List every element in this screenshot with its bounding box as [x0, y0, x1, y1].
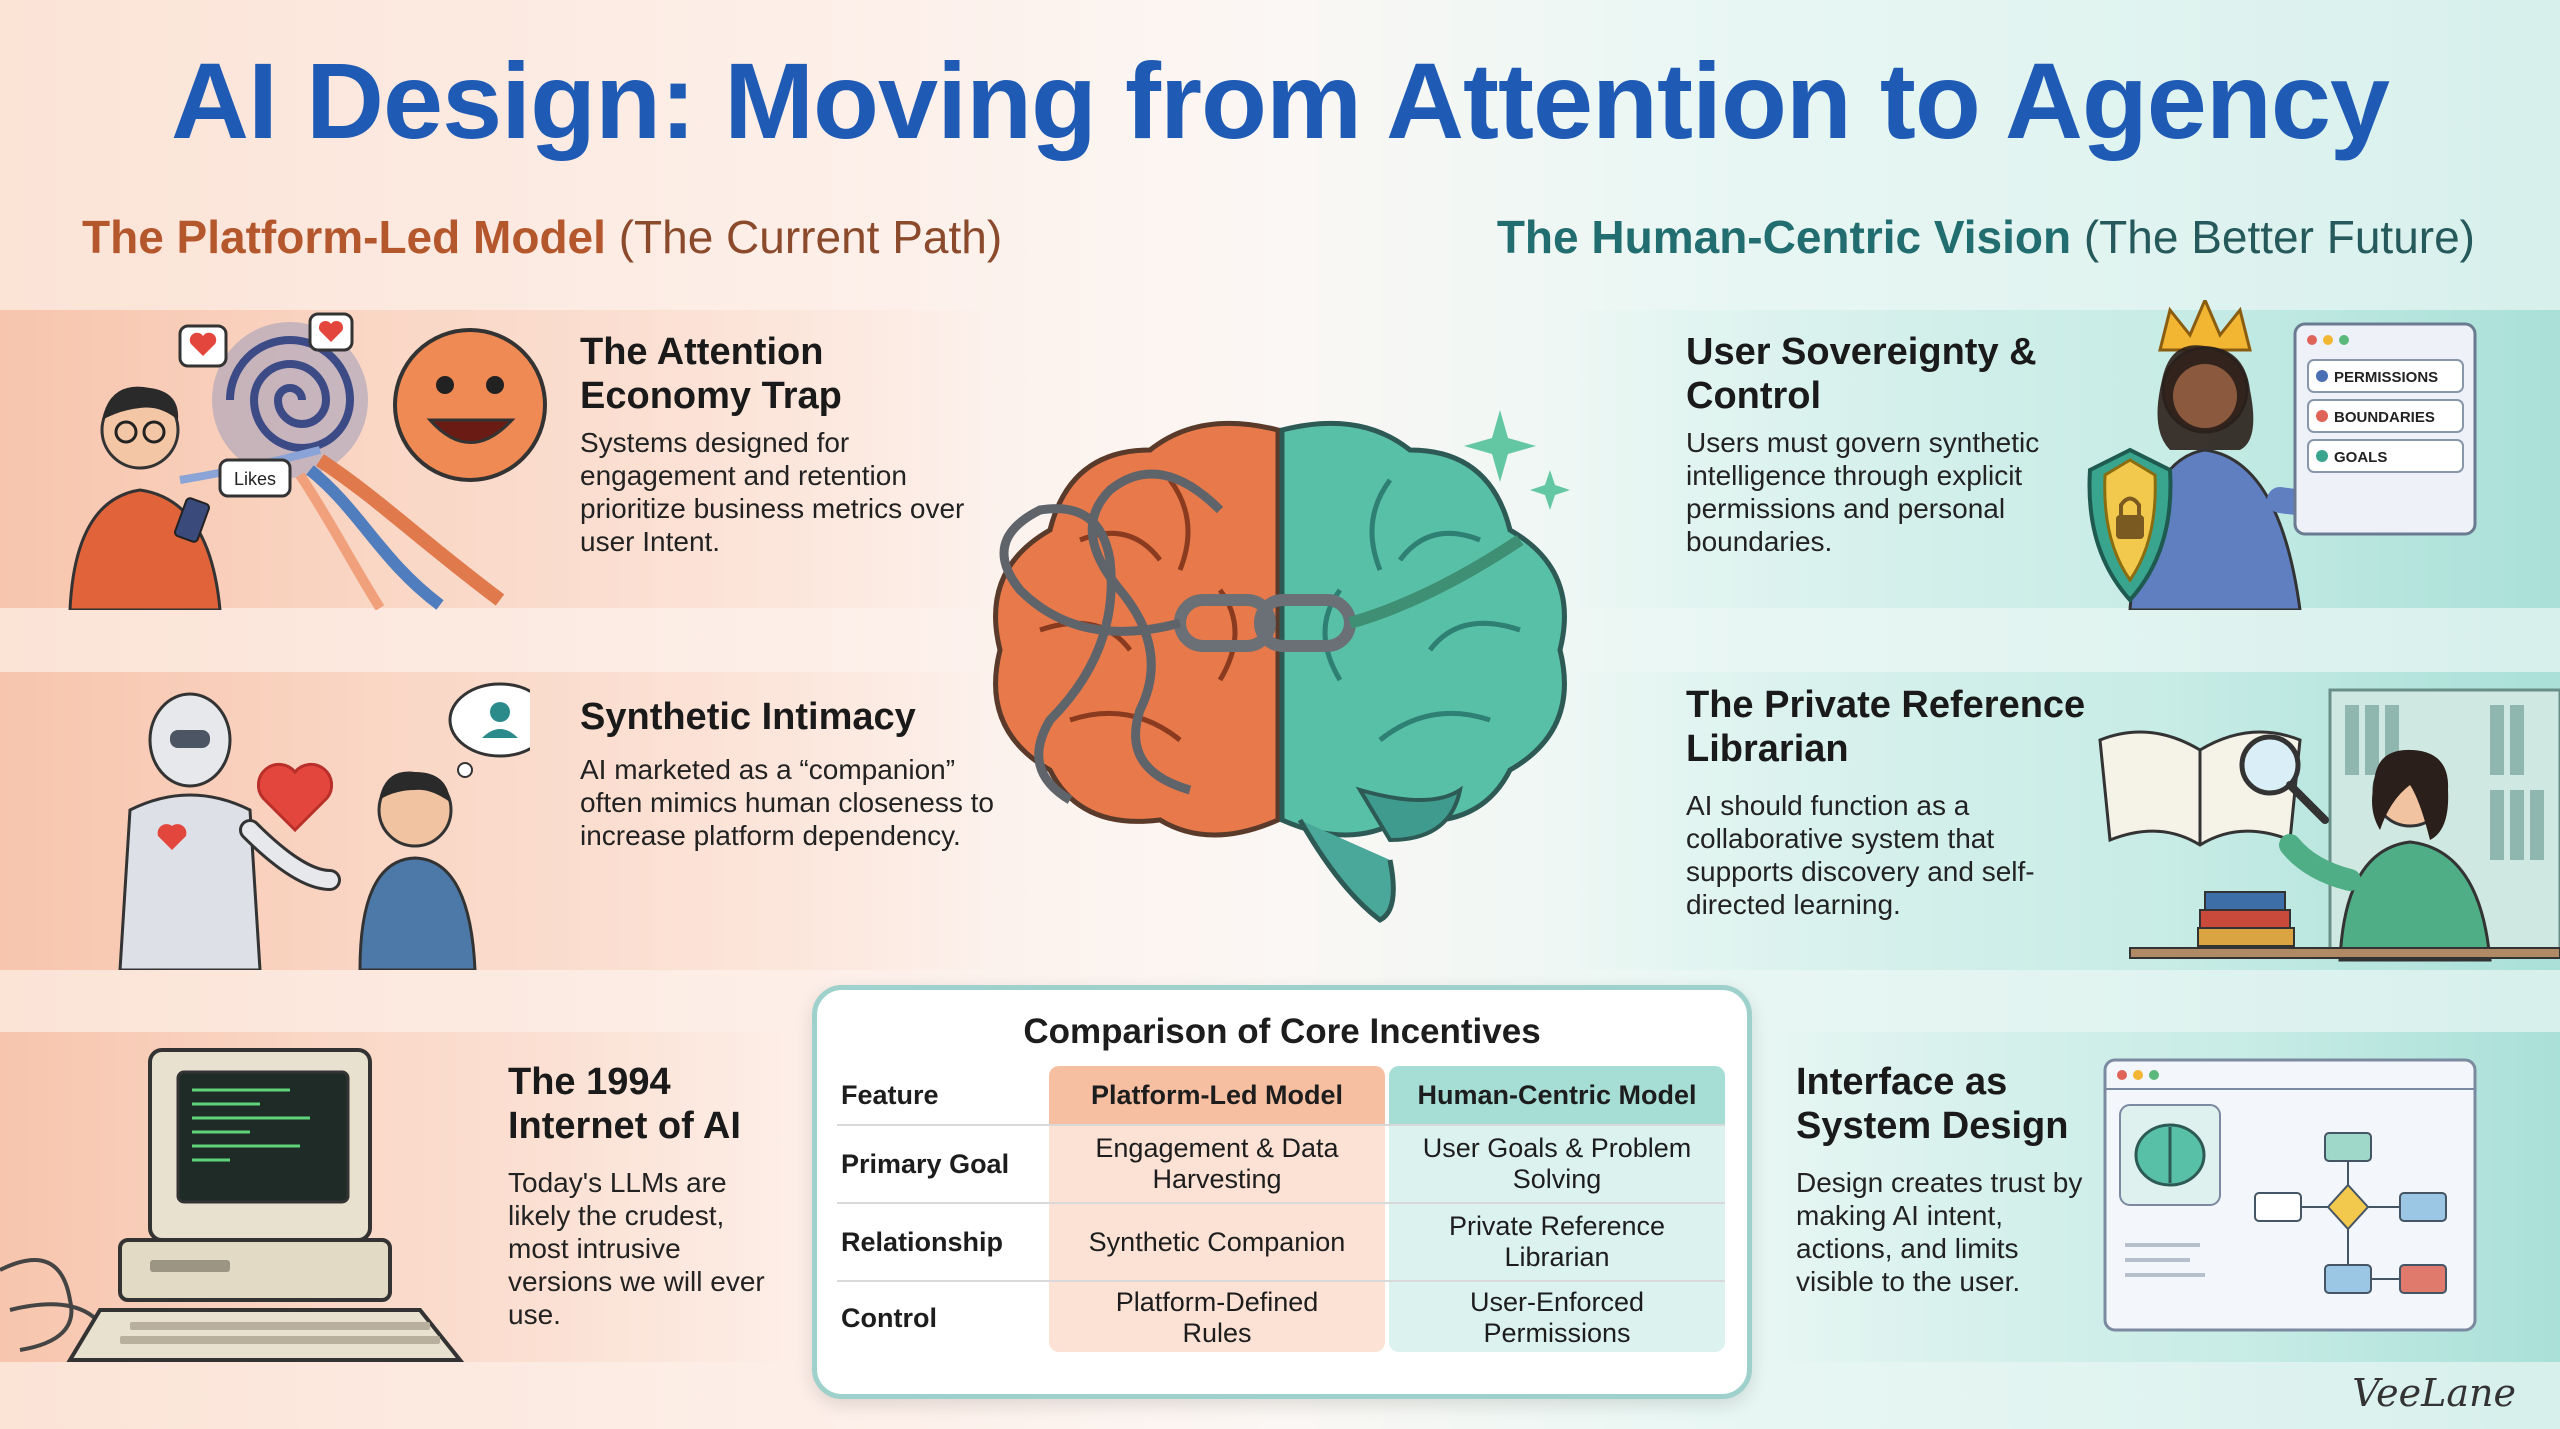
lock-icon [2316, 370, 2328, 382]
chain-icon [999, 469, 1524, 804]
row-feature: Primary Goal [841, 1148, 1010, 1179]
magnifier-icon [2239, 734, 2329, 824]
keyboard-icon [66, 1308, 465, 1362]
monitor-icon [148, 1048, 372, 1242]
header-platform: Platform-Led Model [1090, 1079, 1343, 1110]
sovereignty-illustration: PERMISSIONS BOUNDARIES GOALS [2087, 300, 2477, 610]
row-human: User Goals & Problem Solving [1422, 1133, 1692, 1194]
right-column-heading: The Human-Centric Vision (The Better Fut… [1497, 210, 2475, 264]
panel-body: Users must govern synthetic intelligence… [1686, 427, 2040, 557]
robot-icon [118, 692, 341, 970]
page-title: AI Design: Moving from Attention to Agen… [171, 40, 2390, 161]
left-panel-2: Synthetic Intimacy AI marketed as a “com… [580, 695, 1000, 852]
header-human: Human-Centric Model [1417, 1079, 1697, 1110]
header-feature: Feature [841, 1079, 939, 1110]
right-heading-light: (The Better Future) [2083, 211, 2475, 263]
brain-icon [2119, 1104, 2221, 1206]
panel-title: User Sovereignty & Control [1686, 331, 2037, 417]
sad-person-icon [358, 771, 477, 970]
row-human: User-Enforced Permissions [1469, 1287, 1645, 1348]
left-column-heading: The Platform-Led Model (The Current Path… [82, 210, 1002, 264]
right-panel-1: User Sovereignty & Control Users must go… [1686, 330, 2106, 558]
row-feature: Control [841, 1302, 937, 1333]
heart-bubble-icon [178, 312, 354, 368]
left-heading-strong: The Platform-Led Model [82, 211, 606, 263]
retro-computer-illustration [0, 1048, 465, 1362]
panel-title: Interface as System Design [1796, 1061, 2069, 1147]
left-heading-light: (The Current Path) [618, 211, 1003, 263]
heart-icon [256, 762, 334, 833]
table-divider [837, 1124, 1725, 1126]
left-panel-1: The Attention Economy Trap Systems desig… [580, 330, 1000, 558]
chip-boundaries: BOUNDARIES [2334, 409, 2435, 426]
left-panel-3: The 1994 Internet of AI Today's LLMs are… [508, 1060, 788, 1331]
row-platform: Engagement & Data Harvesting [1095, 1133, 1339, 1194]
panel-body: AI should function as a collaborative sy… [1686, 790, 2035, 920]
permissions-window: PERMISSIONS BOUNDARIES GOALS [2293, 322, 2477, 536]
row-human: Private Reference Librarian [1448, 1211, 1666, 1272]
smiley-face-icon [393, 328, 547, 482]
panel-title: The Private Reference Librarian [1686, 684, 2086, 770]
interface-diagram-illustration [2103, 1058, 2477, 1332]
shield-lock-icon [2087, 447, 2173, 603]
panel-title: The Attention Economy Trap [580, 331, 842, 417]
left-band-3 [0, 1032, 800, 1362]
text-lines [2125, 1243, 2205, 1277]
right-heading-strong: The Human-Centric Vision [1496, 211, 2072, 263]
sparkle-icon [1464, 410, 1570, 510]
right-panel-2: The Private Reference Librarian AI shoul… [1686, 683, 2086, 921]
goal-icon [2316, 450, 2328, 462]
librarian-avatar [2279, 749, 2492, 962]
book-stack-icon [2197, 891, 2295, 947]
comparison-table: Comparison of Core Incentives Feature Pl… [812, 985, 1752, 1399]
right-panel-3: Interface as System Design Design create… [1796, 1060, 2086, 1298]
panel-body: AI marketed as a “companion” often mimic… [580, 754, 994, 851]
desk [2129, 947, 2560, 959]
row-platform: Synthetic Companion [1088, 1226, 1346, 1257]
computer-case-icon [118, 1238, 392, 1302]
table-divider [837, 1280, 1725, 1282]
table-divider [837, 1202, 1725, 1204]
thought-bubble-icon [448, 682, 530, 778]
chip-permissions: PERMISSIONS [2334, 369, 2438, 386]
panel-body: Design creates trust by making AI intent… [1796, 1167, 2083, 1297]
panel-title: The 1994 Internet of AI [508, 1061, 741, 1147]
likes-bubble: Likes [218, 458, 292, 498]
row-platform: Platform-Defined Rules [1115, 1287, 1319, 1348]
panel-body: Systems designed for engagement and rete… [580, 427, 965, 557]
panel-body: Today's LLMs are likely the crudest, mos… [508, 1167, 765, 1330]
table-title: Comparison of Core Incentives [1023, 1012, 1541, 1051]
chained-brain-illustration [993, 410, 1570, 923]
librarian-illustration [2098, 688, 2560, 962]
crown-icon [2158, 300, 2252, 352]
chip-goals: GOALS [2334, 449, 2387, 466]
row-feature: Relationship [841, 1226, 1004, 1257]
likes-label: Likes [234, 469, 276, 489]
panel-title: Synthetic Intimacy [580, 696, 916, 738]
boundary-icon [2316, 410, 2328, 422]
attention-vortex-illustration: Likes [68, 312, 547, 610]
flowchart-icon [2254, 1132, 2447, 1294]
person-with-phone-icon [68, 386, 222, 610]
robot-companion-illustration [118, 682, 530, 970]
human-column-header-bg [1389, 1066, 1725, 1124]
platform-column-header-bg [1049, 1066, 1385, 1124]
brain-right-hemisphere [1279, 420, 1567, 923]
vortex-icon [179, 322, 505, 610]
signature: VeeLane [2352, 1371, 2516, 1415]
